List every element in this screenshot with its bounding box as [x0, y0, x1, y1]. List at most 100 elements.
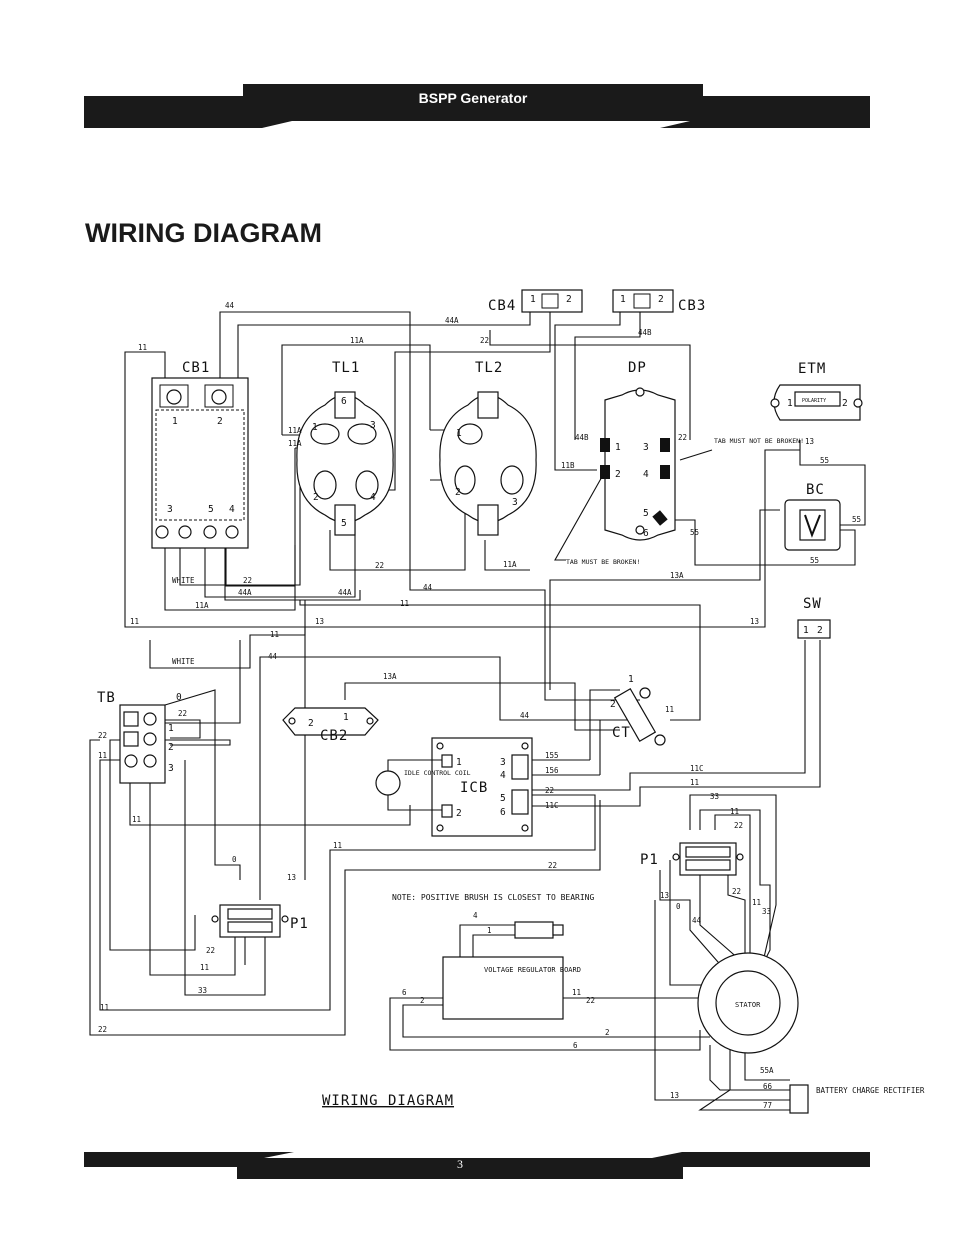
etm: ETM POLARITY 1 2: [770, 361, 863, 421]
wire-label: 11A: [503, 560, 517, 569]
wire-label: 55A: [760, 1066, 774, 1075]
wire-label: 13A: [670, 571, 684, 580]
wire-label: 22: [678, 433, 687, 442]
wire-label: 0: [676, 902, 681, 911]
wire-label: WHITE: [172, 576, 195, 585]
wire-label: 0: [232, 855, 237, 864]
cb1-pin: 5: [208, 504, 214, 515]
wire-label: 1: [487, 926, 492, 935]
tb-pin: 3: [168, 763, 174, 774]
wire-label: 44: [520, 711, 530, 720]
wire-label: 44A: [445, 316, 459, 325]
wire-label: 11: [270, 630, 279, 639]
cb1: CB1 1 2 3 5 4: [151, 360, 249, 549]
diagram-caption: WIRING DIAGRAM: [322, 1093, 454, 1109]
dp-pin: 1: [615, 442, 621, 453]
wire-label: 55: [852, 515, 861, 524]
wire-label: 22: [545, 786, 554, 795]
wire-label: 13: [805, 437, 814, 446]
wire-label: 22: [178, 709, 187, 718]
wire-label: 156: [545, 766, 559, 775]
cb3-pin: 1: [620, 294, 626, 305]
tl2-name: TL2: [475, 360, 503, 376]
wire-label: 44: [423, 583, 433, 592]
wire-label: 22: [734, 821, 743, 830]
wire-label: 155: [545, 751, 559, 760]
wire-label: 33: [762, 907, 771, 916]
wire-label: 11C: [690, 764, 704, 773]
tl1-pin: 6: [341, 396, 347, 407]
wire-label: 11: [100, 1003, 109, 1012]
wire-label: WHITE: [172, 657, 195, 666]
tb-pin: 2: [168, 742, 174, 753]
sw: SW 1 2: [797, 596, 831, 639]
ct: CT 1 2: [610, 674, 666, 746]
cb1-pin: 1: [172, 416, 178, 427]
wire-label: 11: [132, 815, 141, 824]
sw-pin: 2: [817, 625, 823, 636]
icb: ICB 1 2 3 4 5 6: [431, 737, 533, 837]
tl1-pin: 3: [370, 420, 376, 431]
icb-pin: 6: [500, 807, 506, 818]
page-title: WIRING DIAGRAM: [85, 218, 322, 248]
tl2-pin: 3: [512, 497, 518, 508]
tl2-pin: 2: [455, 487, 461, 498]
dp-pin: 3: [643, 442, 649, 453]
tb-pin: 1: [168, 723, 174, 734]
cb4-name: CB4: [488, 298, 516, 314]
icb-pin: 1: [456, 757, 462, 768]
wire-label: 33: [198, 986, 207, 995]
tl1-pin: 5: [341, 518, 347, 529]
cb1-pin: 3: [167, 504, 173, 515]
p1-right-name: P1: [640, 852, 659, 868]
header-banner: [84, 84, 870, 128]
idle-coil-label: IDLE CONTROL COIL: [404, 769, 471, 777]
cb2-name: CB2: [320, 728, 348, 744]
tb: TB 0 1 2 3: [97, 690, 182, 784]
tb-name: TB: [97, 690, 116, 706]
cb1-name: CB1: [182, 360, 210, 376]
etm-name: ETM: [798, 361, 826, 377]
cb3-pin: 2: [658, 294, 664, 305]
etm-pin: 1: [787, 398, 793, 409]
diagram-note: NOTE: POSITIVE BRUSH IS CLOSEST TO BEARI…: [392, 893, 594, 902]
wire-label: 11: [333, 841, 342, 850]
wire-label: 44B: [638, 328, 652, 337]
footer-banner: [84, 1152, 870, 1179]
wire-label: 22: [480, 336, 489, 345]
header-title: BSPP Generator: [418, 90, 528, 106]
icb-pin: 4: [500, 770, 506, 781]
wire-label: 6: [573, 1041, 578, 1050]
vrb-label: VOLTAGE REGULATOR BOARD: [484, 966, 581, 974]
wire-label: 13: [315, 617, 324, 626]
wire-label: 13: [750, 617, 759, 626]
wire-label: 11C: [545, 801, 559, 810]
wire-label: 44: [225, 301, 235, 310]
wire-label: 33: [710, 792, 719, 801]
cb1-pin: 2: [217, 416, 223, 427]
wire-labels: 44 44A 11A 22 11 44B 44B 22 11B 11A 11A …: [98, 301, 861, 1110]
tl1-pin: 2: [313, 492, 319, 503]
wire-label: 55: [690, 528, 699, 537]
wire-label: 11B: [561, 461, 575, 470]
ct-pin: 1: [628, 674, 634, 685]
stator: STATOR: [697, 952, 799, 1054]
wire-label: 11: [730, 807, 739, 816]
wire-label: 44A: [338, 588, 352, 597]
cb2-pin: 1: [343, 712, 349, 723]
bcr-label: BATTERY CHARGE RECTIFIER: [816, 1086, 925, 1095]
wire-label: 4: [473, 911, 478, 920]
stator-label: STATOR: [735, 1001, 761, 1009]
wire-label: 6: [402, 988, 407, 997]
wire-label: 44: [268, 652, 278, 661]
wire-label: 11: [752, 898, 761, 907]
cb4-pin: 2: [566, 294, 572, 305]
page-number: 3: [457, 1157, 463, 1171]
wire-label: 13: [660, 891, 669, 900]
wire-label: 22: [98, 731, 107, 740]
p1-left-name: P1: [290, 916, 309, 932]
wire-label: 2: [420, 996, 425, 1005]
tb-pin: 0: [176, 692, 182, 703]
dp: DP 1 3 2 4 5 6 TAB MUST NOT BE BROKEN! T…: [554, 360, 804, 566]
dp-name: DP: [628, 360, 647, 376]
